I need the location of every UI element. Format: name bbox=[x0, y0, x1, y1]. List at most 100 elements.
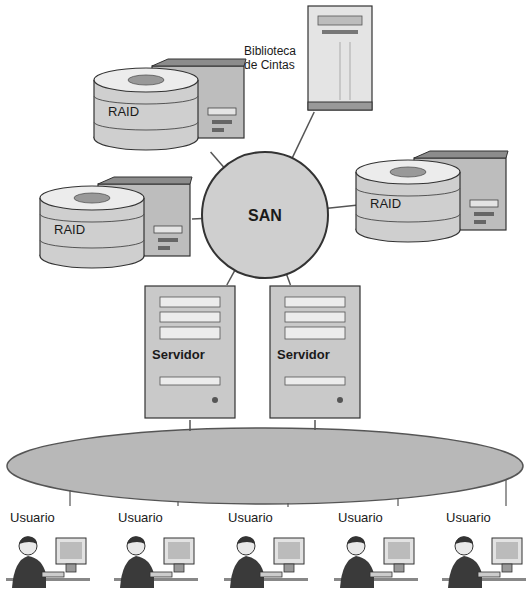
raid-disk-ring bbox=[94, 96, 198, 104]
server: Servidor bbox=[140, 285, 240, 420]
user-body bbox=[230, 556, 264, 588]
raid-disk-side bbox=[459, 172, 460, 230]
user-hair bbox=[237, 536, 255, 544]
server-bay bbox=[160, 312, 220, 322]
keyboard bbox=[478, 572, 500, 577]
san-link bbox=[211, 152, 224, 167]
user-lan-line bbox=[177, 501, 178, 506]
monitor bbox=[384, 538, 414, 564]
server-bay bbox=[285, 327, 345, 339]
user-hair bbox=[19, 536, 37, 544]
monitor-screen bbox=[496, 542, 518, 559]
raid-disk-side bbox=[197, 80, 198, 138]
raid-label: RAID bbox=[108, 104, 139, 120]
server-lan-line bbox=[314, 420, 316, 430]
san-circle bbox=[202, 152, 328, 278]
user-workstation: Usuario bbox=[332, 508, 420, 590]
server-bay bbox=[285, 312, 345, 322]
monitor bbox=[492, 538, 522, 564]
raid-cabinet-top bbox=[98, 177, 192, 184]
raid-disk-top bbox=[94, 68, 198, 92]
raid-array: RAID bbox=[352, 150, 510, 244]
raid-slot bbox=[158, 238, 178, 242]
user-workstation: Usuario bbox=[222, 508, 310, 590]
san-network: SAN bbox=[200, 150, 330, 280]
raid-slot bbox=[470, 200, 498, 207]
user-label: Usuario bbox=[10, 510, 55, 526]
user-head bbox=[347, 537, 365, 555]
keyboard bbox=[370, 572, 392, 577]
san-link bbox=[328, 205, 356, 208]
server-led bbox=[212, 397, 218, 403]
tape-groove bbox=[350, 42, 351, 100]
raid-slot bbox=[212, 128, 224, 132]
user-head bbox=[127, 537, 145, 555]
tape-groove bbox=[340, 42, 341, 100]
user-head bbox=[237, 537, 255, 555]
monitor bbox=[274, 538, 304, 564]
san-link bbox=[227, 270, 235, 285]
user-body bbox=[120, 556, 154, 588]
user-lan-line bbox=[397, 498, 398, 506]
server-case bbox=[145, 286, 235, 418]
monitor-screen bbox=[388, 542, 410, 559]
user-body bbox=[12, 556, 46, 588]
keyboard bbox=[260, 572, 282, 577]
raid-disk-ring bbox=[40, 214, 144, 222]
monitor-screen bbox=[278, 542, 300, 559]
san-link bbox=[192, 218, 202, 220]
monitor-stand bbox=[174, 564, 184, 572]
tape-library: Biblioteca de Cintas bbox=[240, 4, 376, 112]
user-lan-line bbox=[287, 503, 288, 507]
raid-disk-ring bbox=[356, 214, 460, 222]
server-bay bbox=[160, 297, 220, 307]
monitor-stand bbox=[394, 564, 404, 572]
server-case bbox=[270, 286, 360, 418]
monitor bbox=[56, 538, 86, 564]
tape-base bbox=[308, 102, 372, 110]
user-workstation: Usuario bbox=[112, 508, 200, 590]
user-head bbox=[19, 537, 37, 555]
server-bay bbox=[285, 297, 345, 307]
raid-disk-ring bbox=[94, 122, 198, 130]
monitor-stand bbox=[502, 564, 512, 572]
keyboard bbox=[150, 572, 172, 577]
server-led bbox=[337, 397, 343, 403]
raid-label: RAID bbox=[54, 222, 85, 238]
user-hair bbox=[455, 536, 473, 544]
raid-slot bbox=[158, 246, 170, 250]
user-hair bbox=[127, 536, 145, 544]
raid-array: RAID bbox=[36, 176, 194, 270]
raid-disk-top bbox=[356, 160, 460, 184]
user-label: Usuario bbox=[228, 510, 273, 526]
raid-disk-side bbox=[93, 80, 94, 138]
user-lan-line bbox=[505, 479, 506, 506]
monitor-stand bbox=[66, 564, 76, 572]
user-label: Usuario bbox=[446, 510, 491, 526]
server-label: Servidor bbox=[277, 347, 330, 363]
monitor-stand bbox=[284, 564, 294, 572]
raid-cabinet-top bbox=[152, 59, 246, 66]
tape-tower bbox=[308, 6, 372, 110]
raid-disk-ring bbox=[40, 240, 144, 248]
user-lan-line bbox=[69, 490, 70, 506]
user-workstation: Usuario bbox=[440, 508, 528, 590]
server-bay bbox=[160, 327, 220, 339]
user-body bbox=[340, 556, 374, 588]
user-label: Usuario bbox=[338, 510, 383, 526]
user-label: Usuario bbox=[118, 510, 163, 526]
raid-disk-side bbox=[355, 172, 356, 230]
raid-disk-hub bbox=[128, 75, 164, 85]
raid-disk-side bbox=[143, 198, 144, 256]
user-body bbox=[448, 556, 482, 588]
san-label: SAN bbox=[248, 206, 282, 225]
server: Servidor bbox=[265, 285, 365, 420]
monitor-screen bbox=[168, 542, 190, 559]
monitor-screen bbox=[60, 542, 82, 559]
raid-slot bbox=[212, 120, 232, 124]
raid-array: RAID bbox=[90, 58, 248, 152]
keyboard bbox=[42, 572, 64, 577]
